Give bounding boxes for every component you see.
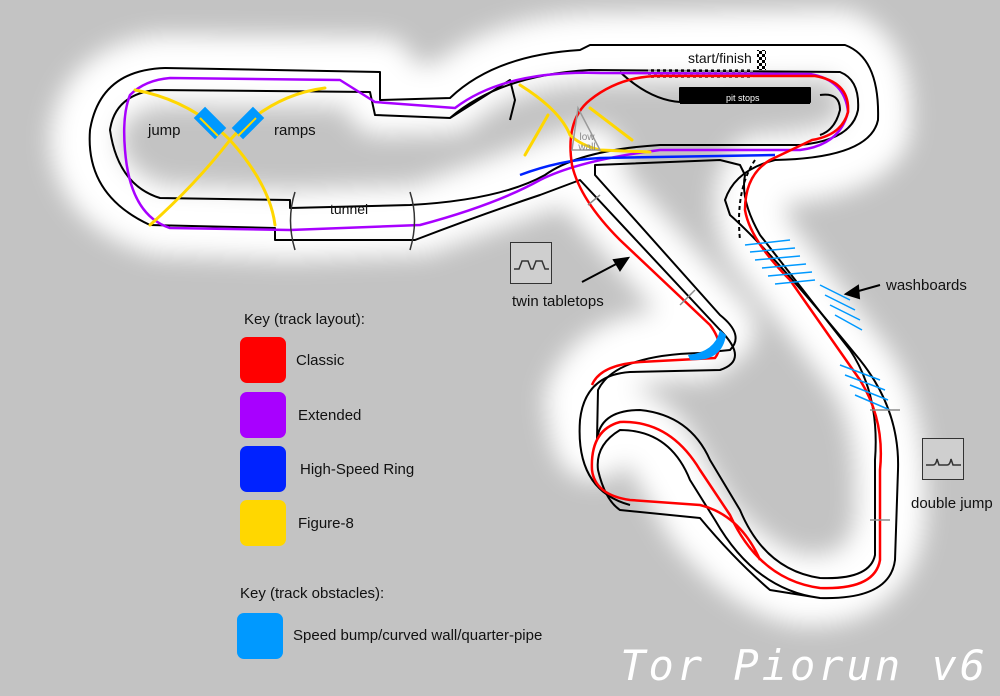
runoff-area	[50, 10, 926, 626]
pit-lane	[680, 88, 810, 104]
obstacle-swatch	[237, 613, 283, 659]
tabletop-icon	[510, 242, 552, 284]
washboards-hatching	[744, 239, 891, 411]
pit-stops-label: pit stops	[726, 93, 760, 103]
extended-swatch	[240, 392, 286, 438]
jump-ramps	[193, 106, 265, 140]
double-jump-icon	[922, 438, 964, 480]
start-finish-label: start/finish	[688, 50, 752, 66]
figure8-label: Figure-8	[298, 515, 354, 532]
classic-swatch	[240, 337, 286, 383]
checkered-flag-icon	[757, 50, 766, 70]
figure8-swatch	[240, 500, 286, 546]
low-wall-label: low wall	[578, 132, 596, 153]
legend-obstacles-title: Key (track obstacles):	[240, 585, 385, 602]
ramps-label: ramps	[274, 122, 316, 139]
tunnel-brackets	[289, 191, 416, 251]
tunnel-label: tunnel	[330, 201, 369, 217]
high-speed-ring-swatch	[240, 446, 286, 492]
legend-layout-title: Key (track layout):	[244, 311, 365, 328]
extended-route	[122, 71, 850, 232]
double-jump-label: double jump	[911, 495, 993, 512]
low-wall-marker	[571, 105, 602, 151]
high-speed-ring-route	[519, 153, 776, 177]
figure8-route	[133, 83, 652, 227]
timing-marks	[587, 194, 900, 521]
high-speed-ring-dashes	[738, 159, 756, 241]
speed-bump	[688, 330, 726, 361]
arrow-icon	[581, 256, 881, 300]
signature: Tor Piorun v6	[620, 641, 988, 690]
twin-tabletops-label: twin tabletops	[512, 293, 604, 310]
classic-label: Classic	[296, 352, 345, 369]
extended-label: Extended	[298, 407, 362, 424]
washboards-label: washboards	[886, 277, 967, 294]
jump-label: jump	[148, 122, 181, 139]
high-speed-ring-label: High-Speed Ring	[300, 461, 415, 478]
obstacle-label: Speed bump/curved wall/quarter-pipe	[293, 627, 543, 644]
